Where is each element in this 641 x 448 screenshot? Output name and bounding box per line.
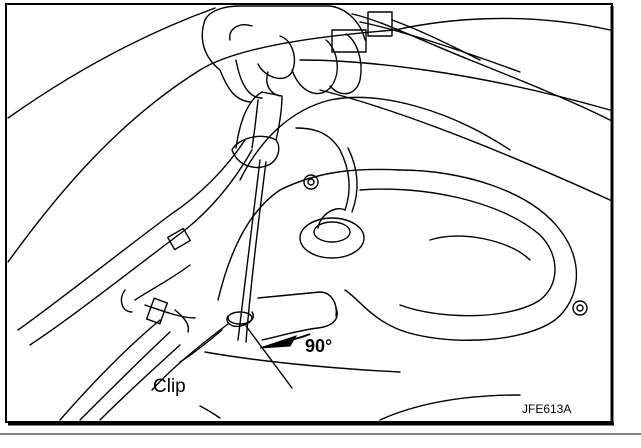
clip-label: Clip	[153, 376, 186, 397]
angle-arrow	[259, 335, 298, 349]
body-panel-drawing	[7, 5, 611, 421]
figure-code: JFE613A	[522, 402, 571, 416]
angle-label: 90°	[305, 336, 332, 356]
